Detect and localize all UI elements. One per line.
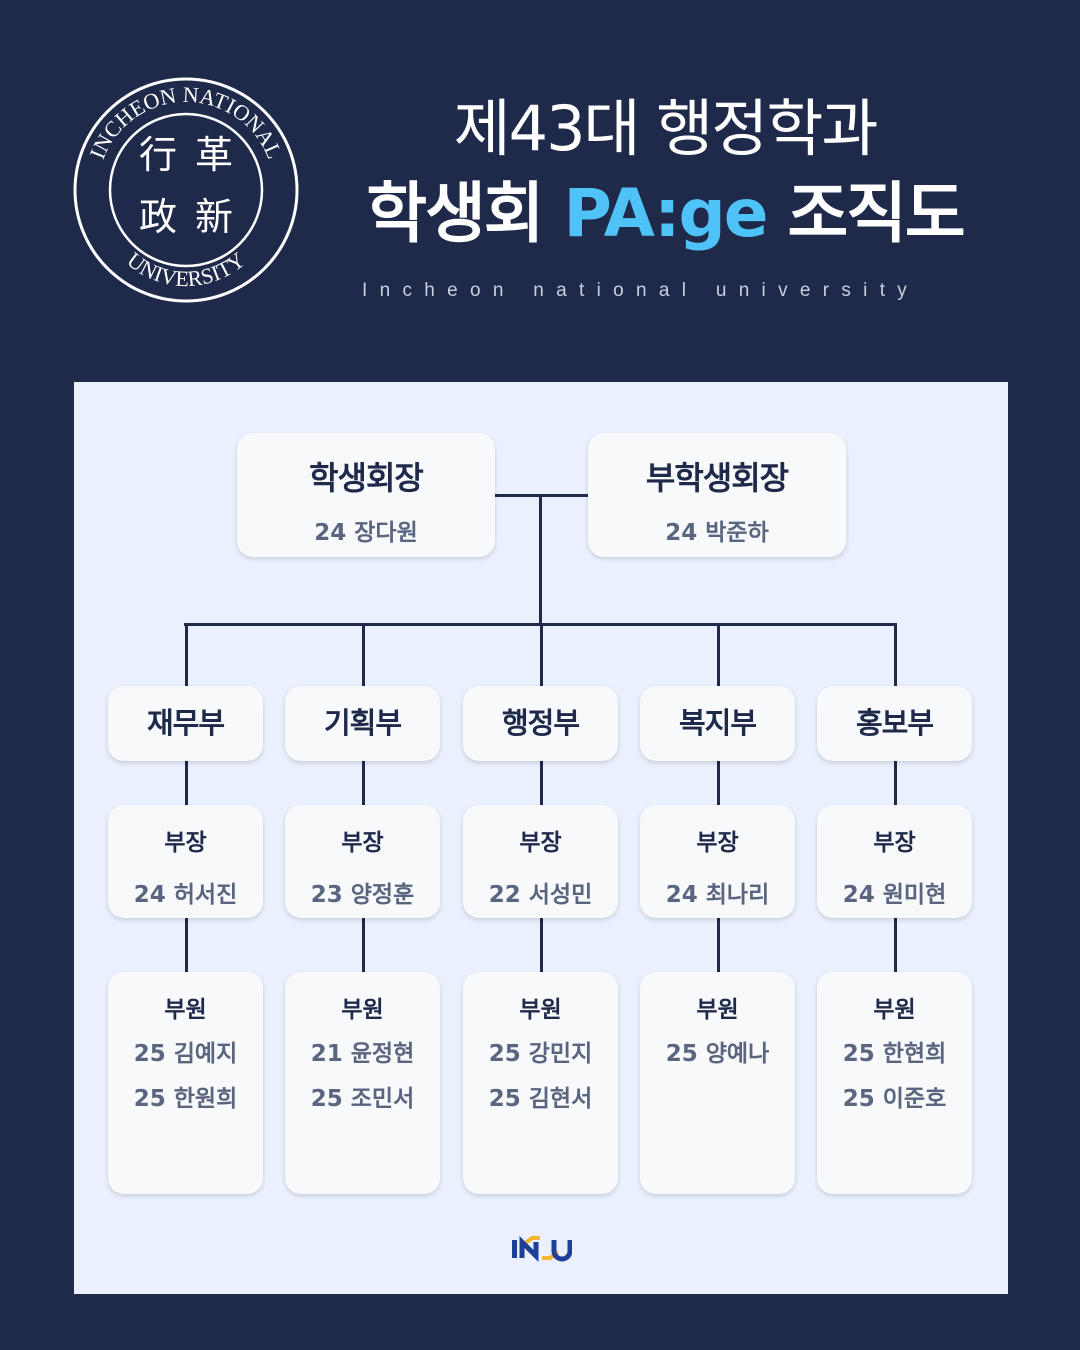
- connector-line: [185, 625, 188, 687]
- member-name: 25 김현서: [488, 1086, 593, 1112]
- svg-text:UNIVERSITY: UNIVERSITY: [122, 247, 249, 291]
- connector-line: [185, 760, 188, 806]
- department-card: 복지부: [640, 686, 795, 761]
- svg-text:革: 革: [195, 133, 233, 177]
- connector-line: [540, 625, 543, 687]
- svg-text:INCHEON NATIONAL: INCHEON NATIONAL: [85, 82, 288, 163]
- department-card: 홍보부: [817, 686, 972, 761]
- department-card: 행정부: [463, 686, 618, 761]
- connector-line: [185, 918, 188, 973]
- subtitle: Incheon national university: [362, 280, 920, 301]
- connector-line: [717, 918, 720, 973]
- connector-line: [717, 625, 720, 687]
- connector-line: [362, 760, 365, 806]
- page-brand: PA:ge: [563, 175, 768, 252]
- member-name: 25 조민서: [310, 1086, 415, 1112]
- member-name: 25 이준호: [842, 1086, 947, 1112]
- svg-text:政: 政: [139, 195, 177, 239]
- connector-line: [184, 623, 897, 626]
- member-name: 25 한원희: [133, 1086, 238, 1112]
- member-name: 25 강민지: [488, 1041, 593, 1067]
- connector-line: [540, 918, 543, 973]
- department-card: 기획부: [285, 686, 440, 761]
- connector-line: [540, 760, 543, 806]
- inu-logo: [512, 1235, 572, 1262]
- member-name: 25 김예지: [133, 1041, 238, 1067]
- title-line-2: 학생회 PA:ge 조직도: [366, 175, 965, 252]
- member-name: 25 양예나: [665, 1041, 770, 1067]
- title-line-1: 제43대 행정학과: [453, 92, 879, 165]
- connector-line: [894, 760, 897, 806]
- connector-line: [894, 918, 897, 973]
- connector-line: [539, 494, 542, 626]
- connector-line: [894, 625, 897, 687]
- svg-text:新: 新: [195, 195, 233, 239]
- member-name: 25 한현희: [842, 1041, 947, 1067]
- svg-text:行: 行: [139, 133, 177, 177]
- connector-line: [362, 625, 365, 687]
- department-card: 재무부: [108, 686, 263, 761]
- university-seal-logo: INCHEON NATIONAL UNIVERSITY 行 革 政 新: [73, 77, 299, 303]
- connector-line: [717, 760, 720, 806]
- connector-line: [362, 918, 365, 973]
- member-name: 21 윤정현: [310, 1041, 415, 1067]
